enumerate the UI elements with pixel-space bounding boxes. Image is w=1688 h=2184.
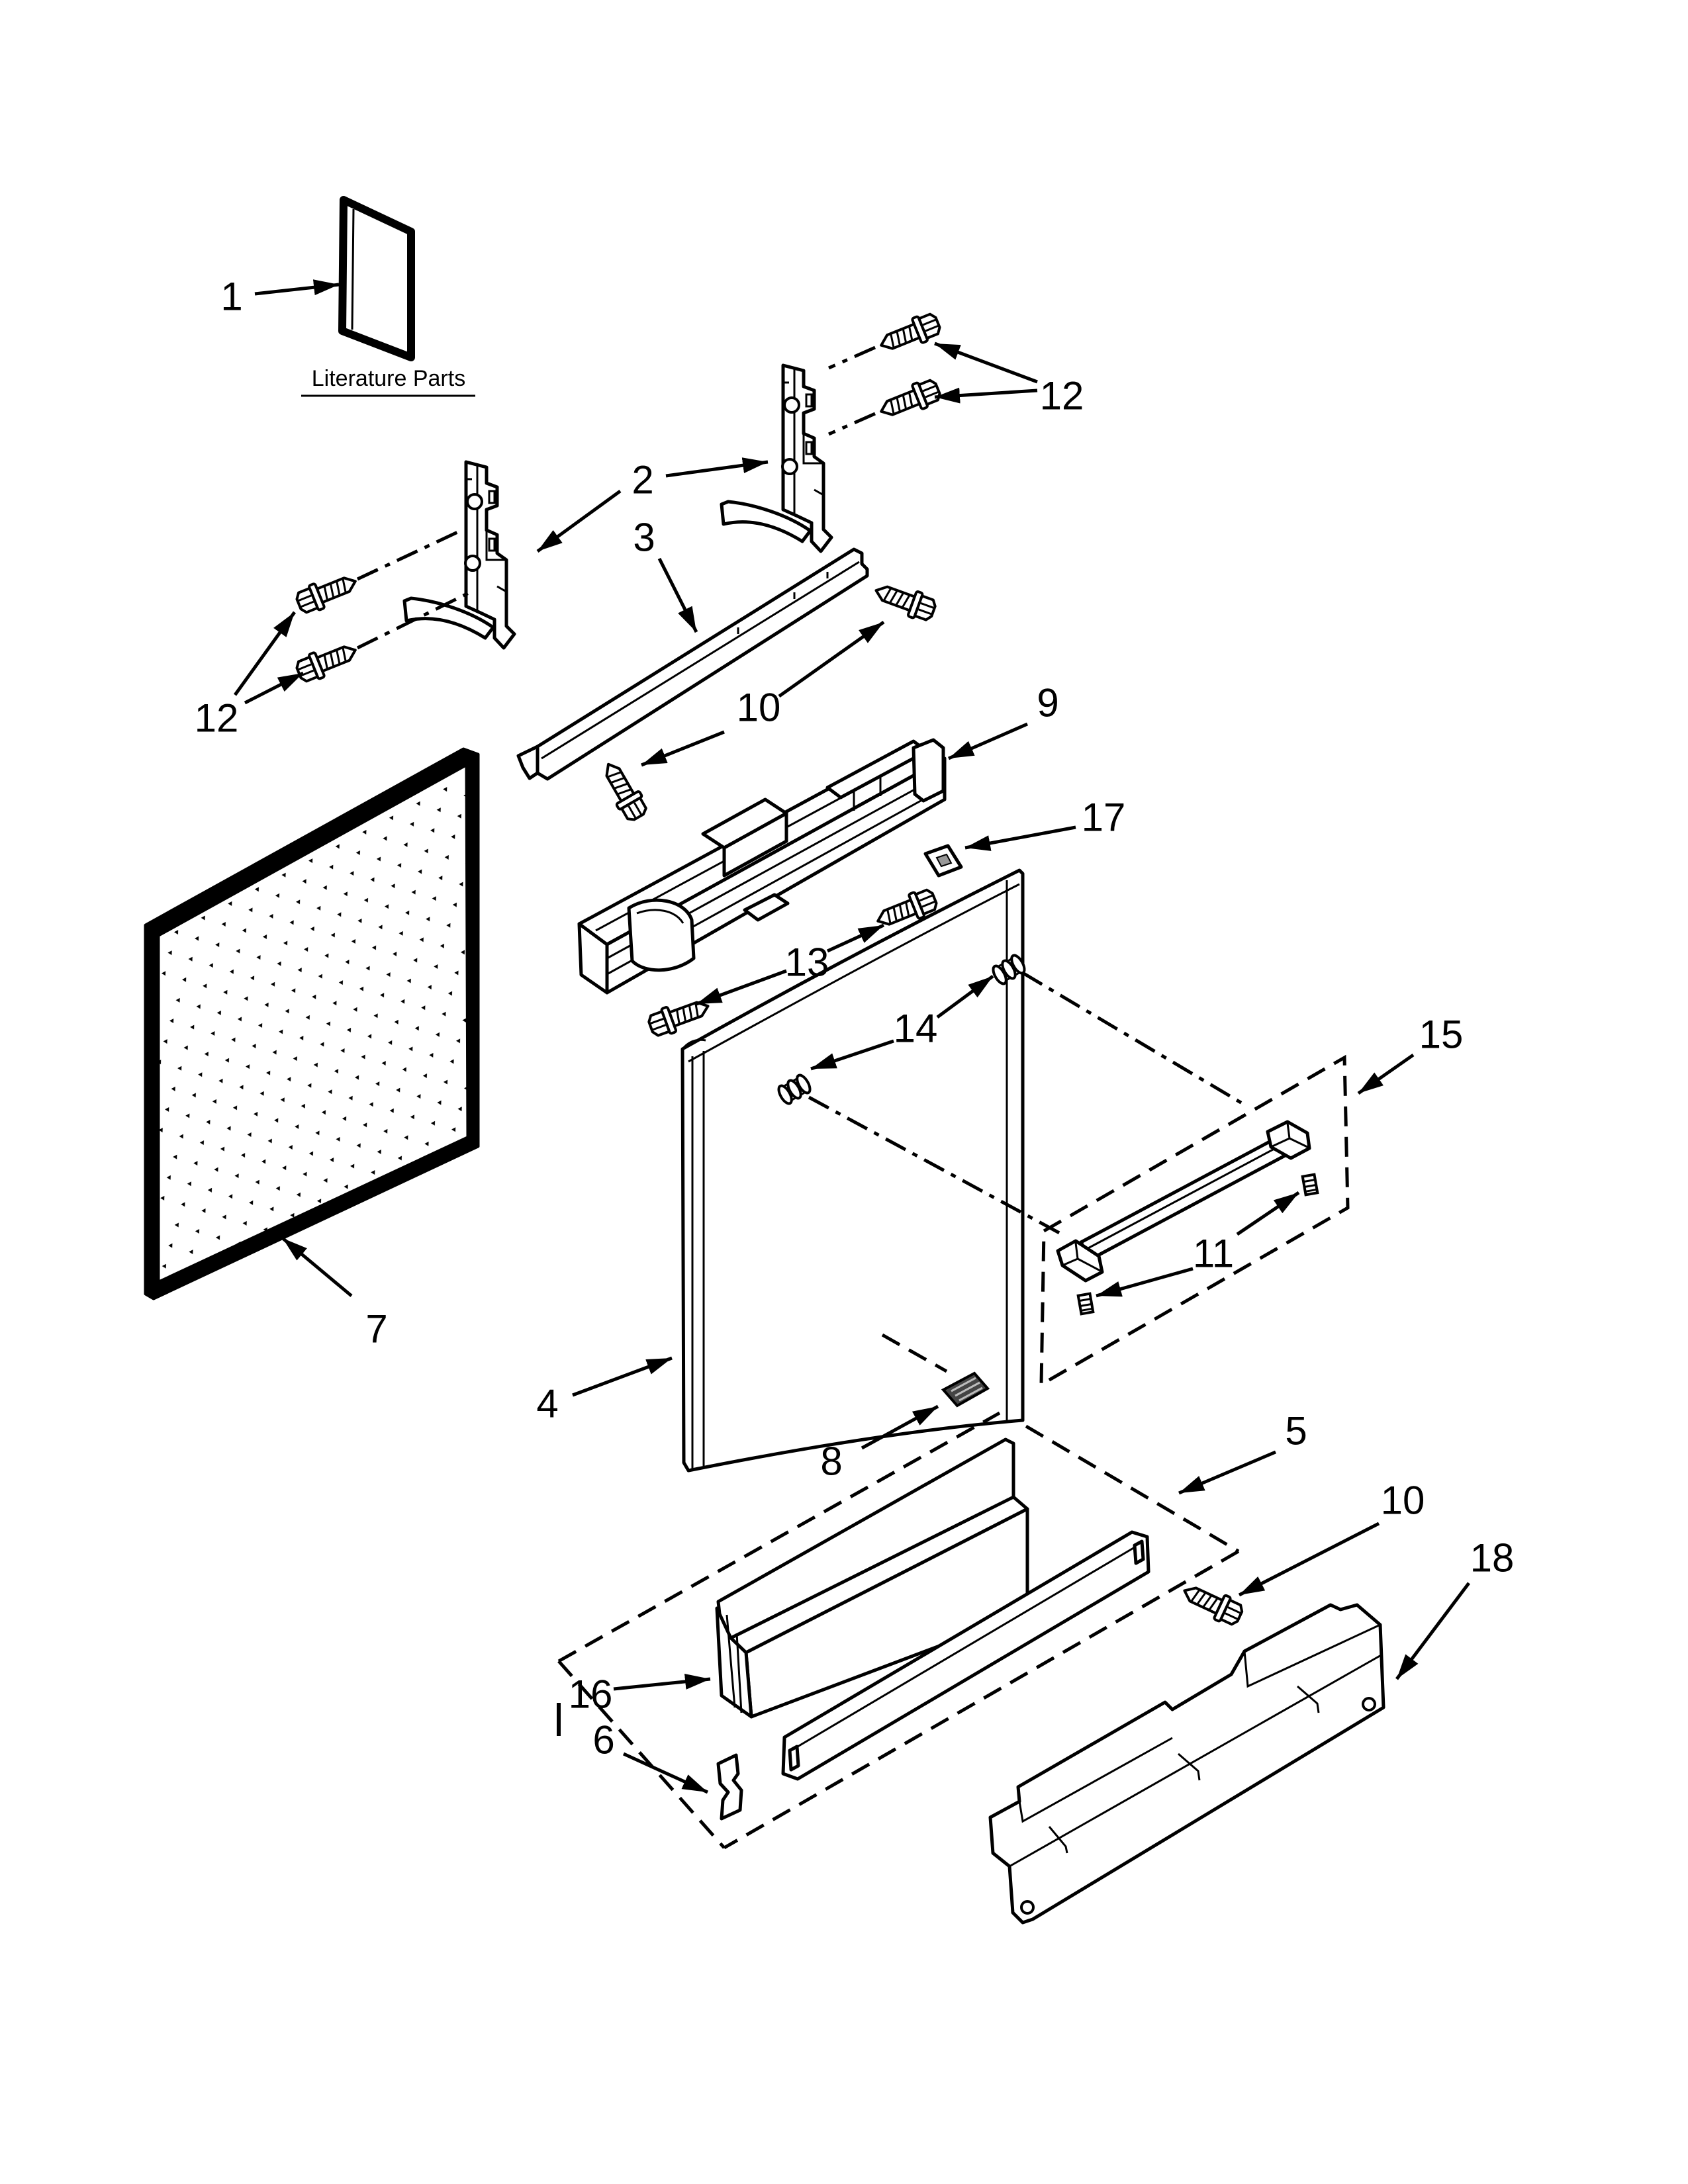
logo-badge xyxy=(941,1371,990,1408)
leader-arrow xyxy=(233,611,297,696)
hinge-bracket-right xyxy=(722,365,831,551)
leader-arrow xyxy=(613,1673,711,1691)
callout-6: 6 xyxy=(592,1718,614,1762)
handle-set-screw xyxy=(1076,1292,1095,1316)
leader-arrow xyxy=(572,1356,673,1397)
callout-8: 8 xyxy=(820,1439,842,1484)
leader-arrow xyxy=(657,557,698,633)
rail-screw xyxy=(870,576,939,625)
hinge-bracket-left xyxy=(404,462,514,648)
leader-arrow xyxy=(244,671,305,705)
leader-arrow xyxy=(861,1404,939,1450)
leader-arrow xyxy=(641,730,725,767)
callout-12-top: 12 xyxy=(1040,374,1084,418)
rail-screw xyxy=(595,756,652,825)
lower-panel-assembly-outline xyxy=(557,1411,1240,1850)
callout-11: 11 xyxy=(1193,1232,1234,1276)
leader-arrow xyxy=(254,279,340,296)
callout-14: 14 xyxy=(894,1007,938,1051)
callout-5: 5 xyxy=(1285,1409,1307,1453)
leader-arrow xyxy=(826,923,885,953)
callout-9: 9 xyxy=(1037,681,1058,725)
leader-arrow xyxy=(947,722,1029,760)
literature-book xyxy=(338,196,415,361)
toe-plate xyxy=(781,1530,1150,1781)
leader-arrow xyxy=(934,387,1038,404)
door-panel xyxy=(680,868,1025,1473)
leader-arrow xyxy=(810,1039,894,1071)
toe-kick-bracket xyxy=(988,1603,1385,1925)
callout-1: 1 xyxy=(220,275,242,319)
panel-clip xyxy=(716,1753,743,1821)
leader-arrow xyxy=(622,1752,709,1794)
callout-17: 17 xyxy=(1082,796,1126,840)
lower-trim xyxy=(715,1437,1029,1719)
callout-13: 13 xyxy=(785,940,829,985)
leader-arrow xyxy=(1178,1450,1276,1495)
access-panel xyxy=(144,747,480,1300)
leader-arrow xyxy=(1096,1267,1194,1298)
mounting-rail xyxy=(516,547,869,781)
callout-15: 15 xyxy=(1419,1013,1464,1057)
callout-10-bottom: 10 xyxy=(1381,1479,1425,1523)
handle-assembly-outline xyxy=(1039,1054,1350,1388)
leader-arrow xyxy=(1395,1582,1470,1680)
callout-18: 18 xyxy=(1470,1536,1515,1580)
door-handle xyxy=(1056,1120,1311,1283)
handle-set-screw xyxy=(1301,1173,1319,1197)
callout-labels: 1 12 2 3 12 10 9 17 13 14 15 7 11 4 8 5 … xyxy=(195,275,1515,1762)
leader-arrow xyxy=(665,457,769,478)
leader-arrows xyxy=(233,279,1470,1794)
assembly-line xyxy=(808,971,1244,1237)
bracket-screw xyxy=(292,567,362,618)
leader-arrow xyxy=(1236,1191,1300,1236)
control-panel xyxy=(577,738,947,995)
callout-12-left: 12 xyxy=(195,696,239,741)
literature-parts-caption: Literature Parts xyxy=(312,366,465,391)
leader-arrow xyxy=(281,1237,353,1297)
callout-3: 3 xyxy=(633,516,655,560)
callout-16: 16 xyxy=(569,1672,613,1717)
callout-2: 2 xyxy=(632,458,653,502)
bracket-screw xyxy=(874,375,945,426)
bracket-screw xyxy=(292,636,362,687)
bracket-screw xyxy=(874,308,945,359)
part-17-tab xyxy=(923,844,963,878)
leader-arrow xyxy=(696,969,787,1006)
leader-arrow xyxy=(964,825,1076,851)
leader-arrow xyxy=(1357,1053,1415,1095)
callout-10-rail: 10 xyxy=(737,686,781,730)
leader-arrow xyxy=(778,620,885,698)
leader-arrow xyxy=(934,341,1038,384)
leader-arrow xyxy=(1238,1522,1380,1597)
callout-7: 7 xyxy=(365,1307,387,1351)
badge-line xyxy=(881,1333,948,1373)
leader-arrow xyxy=(936,974,994,1019)
leader-arrow xyxy=(536,489,622,553)
toe-plate-screw xyxy=(1177,1577,1247,1630)
callout-4: 4 xyxy=(536,1382,558,1426)
